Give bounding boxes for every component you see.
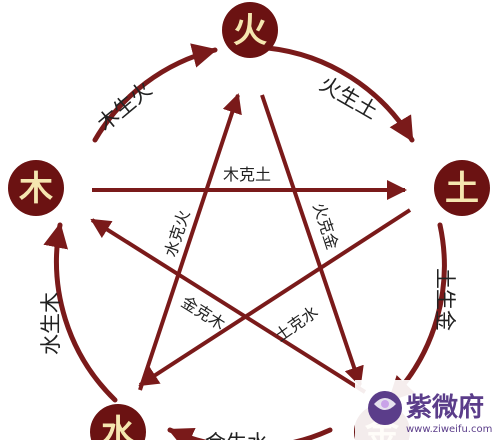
watermark: 紫微府 www.ziweifu.com [355, 380, 500, 440]
generating-cycle [43, 43, 447, 440]
controlling-star [90, 93, 412, 394]
node-fire: 火 [222, 2, 278, 58]
node-wood: 木 [8, 160, 64, 216]
element-earth-label: 土 [445, 169, 479, 209]
label-earth-water: 土克水 [271, 302, 321, 345]
arc-water-wood [43, 222, 118, 403]
element-water-label: 水 [101, 413, 136, 440]
label-earth-metal: 土生金 [433, 268, 457, 331]
line-metal-wood [90, 218, 367, 394]
arc-fire-earth [265, 45, 415, 143]
line-fire-metal [260, 94, 364, 387]
watermark-url: www.ziweifu.com [406, 424, 492, 435]
label-metal-water: 金生水 [205, 431, 268, 440]
label-water-wood: 水生木 [39, 292, 63, 355]
element-fire-label: 火 [233, 11, 267, 51]
label-fire-earth: 火生土 [316, 72, 383, 124]
node-water: 水 [90, 404, 146, 440]
line-earth-water [138, 208, 412, 387]
label-water-fire: 水克火 [161, 208, 194, 260]
node-earth: 土 [434, 160, 490, 216]
label-metal-wood: 金克木 [178, 292, 229, 334]
watermark-text: 紫微府 [406, 392, 484, 423]
element-wood-label: 木 [18, 169, 53, 209]
label-wood-fire: 木生火 [93, 77, 157, 136]
label-wood-earth: 木克土 [223, 165, 271, 184]
line-water-fire [138, 93, 242, 391]
arc-metal-water [167, 427, 333, 440]
arc-wood-fire [92, 43, 218, 143]
watermark-logo-icon [368, 391, 402, 425]
